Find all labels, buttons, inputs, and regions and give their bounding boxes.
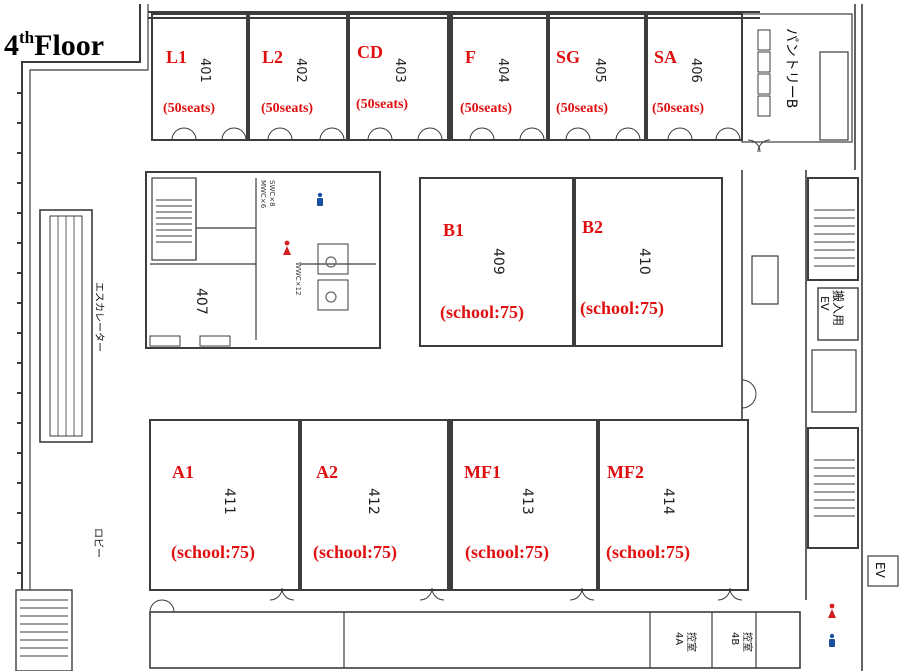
room-seats-402: (50seats)	[261, 101, 313, 116]
room-code-b1: B1	[443, 220, 464, 240]
mwc-count: MWC×6	[259, 180, 267, 209]
room-seats-406: (50seats)	[652, 101, 704, 116]
lobby-label: ロビー	[92, 528, 104, 558]
room-seats-401: (50seats)	[163, 101, 215, 116]
freight-ev-label: 搬入用	[831, 290, 846, 326]
floor-word: Floor	[34, 29, 105, 62]
male-restroom-icon	[317, 192, 323, 206]
room-number-405: 405	[592, 58, 607, 83]
escalator	[39, 209, 93, 443]
male-restroom-icon-right	[829, 633, 835, 647]
room-number-410: 410	[636, 248, 652, 275]
right-stair-bottom	[807, 427, 859, 549]
wheelchair-icon	[325, 256, 337, 303]
room-number-406: 406	[688, 58, 703, 83]
room-code-l2: L2	[262, 47, 283, 67]
floor-title: 4thFloor	[4, 28, 104, 63]
room-code-cd: CD	[357, 42, 383, 62]
room-capacity-410: (school:75)	[580, 298, 664, 319]
waiting-room-4b-number: 4B	[729, 632, 740, 645]
room-code-l1: L1	[166, 47, 187, 67]
room-number-403: 403	[392, 58, 407, 83]
female-restroom-icon	[283, 240, 291, 255]
room-code-a2: A2	[316, 462, 338, 482]
room-capacity-411: (school:75)	[171, 542, 255, 563]
room-capacity-413: (school:75)	[465, 542, 549, 563]
waiting-room-4b-label: 控室	[741, 632, 754, 652]
room-seats-404: (50seats)	[460, 101, 512, 116]
right-stair-top	[807, 177, 859, 281]
room-number-409: 409	[490, 248, 506, 275]
female-restroom-icon-right	[828, 603, 836, 618]
room-seats-405: (50seats)	[556, 101, 608, 116]
outer-wall-left	[21, 4, 141, 590]
floor-number: 4	[4, 29, 19, 62]
room-number-401: 401	[197, 58, 212, 83]
waiting-room-4a-label: 控室	[685, 632, 698, 652]
room-capacity-414: (school:75)	[606, 542, 690, 563]
restroom-block	[145, 171, 381, 349]
lower-strip	[149, 611, 801, 669]
room-number-402: 402	[293, 58, 308, 83]
floor-ordinal-suffix: th	[19, 28, 35, 47]
room-number-413: 413	[519, 488, 535, 515]
room-number-411: 411	[221, 488, 237, 515]
elevator-label: EV	[873, 562, 887, 579]
room-number-412: 412	[365, 488, 381, 515]
room-code-sa: SA	[654, 47, 677, 67]
room-number-414: 414	[660, 488, 676, 515]
wwc-count: WWC×12	[294, 262, 302, 296]
freight-elevator	[817, 287, 859, 341]
room-code-f: F	[465, 47, 476, 67]
elevator	[867, 555, 899, 587]
pantry-label: パントリーB	[783, 28, 799, 108]
room-code-sg: SG	[556, 47, 580, 67]
room-capacity-412: (school:75)	[313, 542, 397, 563]
lobby-stairs	[15, 589, 73, 671]
room-code-a1: A1	[172, 462, 194, 482]
room-code-b2: B2	[582, 217, 603, 237]
room-seats-403: (50seats)	[356, 97, 408, 112]
room-code-mf1: MF1	[464, 462, 501, 482]
outer-wall-left-inner	[29, 4, 149, 590]
column-ticks	[17, 92, 22, 574]
room-number-407: 407	[193, 288, 209, 315]
freight-ev-sub: EV	[818, 296, 831, 311]
middle-row-block	[419, 177, 723, 347]
pantry-area	[741, 13, 853, 143]
swc-count: SWC×8	[268, 180, 276, 207]
outer-wall-right	[854, 4, 863, 671]
room-code-mf2: MF2	[607, 462, 644, 482]
escalator-label: エスカレーター	[93, 282, 105, 352]
room-capacity-409: (school:75)	[440, 302, 524, 323]
waiting-room-4a-number: 4A	[673, 632, 684, 645]
room-number-404: 404	[495, 58, 510, 83]
